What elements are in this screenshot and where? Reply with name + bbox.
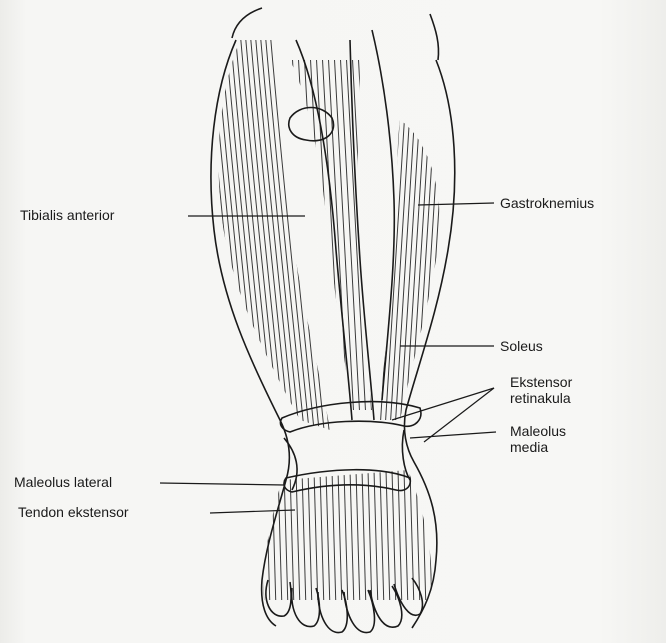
striation-line [380,110,400,430]
striation-line [344,470,348,610]
striation-line [420,110,440,430]
leader-maleolus-media [410,432,496,438]
label-gastroknemius: Gastroknemius [500,195,594,211]
striation-line [365,110,385,430]
leader-maleolus-lateral [160,483,284,485]
striation-line [302,470,306,610]
striation-line [430,110,450,430]
leader-tendon-ekstensor [210,510,295,513]
striation-line [308,470,312,610]
striation-line [410,110,430,430]
striation-line [404,470,408,610]
striation-line [265,30,305,440]
leader-retinakula-2 [424,388,494,442]
striation-line [278,470,282,610]
striation-line [370,50,390,420]
striation-line [334,50,354,420]
striation-line [338,470,342,610]
striation-line [364,50,384,420]
striation-line [328,50,348,420]
striation-line [358,50,378,420]
striation-line [440,470,444,610]
striation-line [332,470,336,610]
striation-line [368,470,372,610]
striation-line [285,30,325,440]
label-ekstensor-retinakula: Ekstensor retinakula [510,374,572,406]
striation-line [395,110,415,430]
striation-line [380,470,384,610]
striation-line [425,110,445,430]
striation-line [415,110,435,430]
striation-line [422,470,426,610]
striation-line [374,470,378,610]
striation-line [400,110,420,430]
label-maleolus-media: Maleolus media [510,423,566,455]
striation-line [310,50,330,420]
striation-line [385,110,405,430]
leader-lines [160,203,496,513]
striation-line [370,110,390,430]
striation-line [322,50,342,420]
striation-line [270,30,310,440]
striation-line [260,30,300,440]
label-tendon-ekstensor: Tendon ekstensor [18,504,129,520]
striation-line [298,50,318,420]
striation-line [346,50,366,420]
striation-line [410,470,414,610]
striation-line [295,30,335,440]
label-maleolus-lateral: Maleolus lateral [14,474,112,490]
striation-line [320,470,324,610]
striation-line [316,50,336,420]
striation-line [280,30,320,440]
striation-line [340,50,360,420]
striation-line [272,470,276,610]
striation-line [350,470,354,610]
striation-line [326,470,330,610]
muscle-striations [200,30,450,610]
striation-line [386,470,390,610]
striation-line [362,470,366,610]
label-soleus: Soleus [500,338,543,354]
striation-line [275,30,315,440]
striation-line [356,470,360,610]
label-tibialis-anterior: Tibialis anterior [20,207,114,223]
